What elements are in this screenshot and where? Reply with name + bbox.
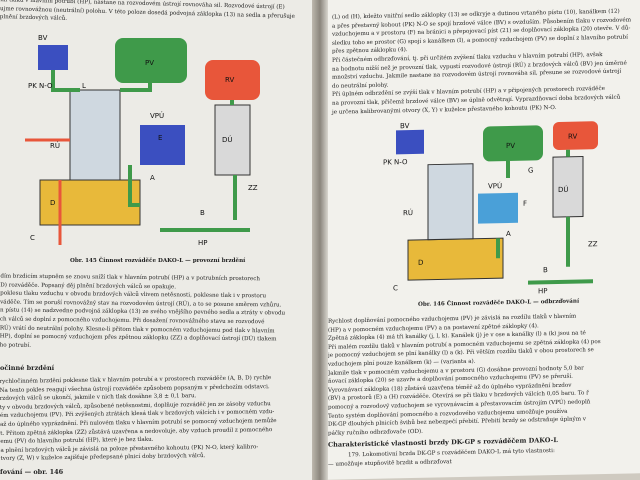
air-pipes (496, 149, 593, 285)
valve-body (427, 163, 474, 241)
diagram-fig145: BV PV RV PK N-O L VPÚ RÚ DÚ D ZZ HP C B … (25, 34, 260, 247)
list-item: — umožňuje stupňovitě brzdit a odbrzďova… (328, 459, 452, 468)
book-gutter (312, 0, 328, 480)
pv-tank (483, 125, 543, 162)
pv-tank (115, 38, 187, 83)
label-vpu: VPÚ (488, 181, 502, 190)
label-b: B (543, 266, 548, 274)
label-vpu: VPÚ (150, 111, 164, 120)
label-zz: ZZ (588, 240, 598, 248)
top-paragraph: mí tlaku v hlavním potrubí (HP), nastane… (0, 0, 295, 30)
air-pipes (51, 70, 250, 232)
label-rv: RV (225, 76, 234, 84)
label-d: D (50, 199, 55, 207)
label-l: L (82, 82, 86, 90)
diagram-fig146: BV PV RV PK N-O VPÚ RÚ DÚ D ZZ HP C B A … (383, 121, 598, 295)
label-pv: PV (145, 59, 154, 67)
rv-tank (553, 121, 598, 150)
label-b: B (200, 209, 205, 217)
body-paragraph: Rychlost doplňování pomocného vzduchojem… (328, 312, 601, 438)
exhaust-pipes (25, 138, 70, 245)
label-a: A (150, 174, 155, 182)
rv-tank (205, 60, 260, 100)
e-chamber (478, 192, 518, 224)
label-e: E (158, 134, 162, 142)
label-c: C (393, 284, 398, 292)
valve-body (69, 89, 121, 181)
e-chamber (140, 125, 185, 165)
label-g: G (528, 166, 533, 174)
label-pv: PV (506, 142, 515, 150)
left-page: mí tlaku v hlavním potrubí (HP), nastane… (0, 0, 318, 480)
du-body (214, 104, 251, 176)
label-pk: PK N-O (28, 82, 53, 90)
label-f: F (523, 200, 527, 208)
figure-caption: Obr. 145 Činnost rozváděče DAKO-L — prov… (70, 258, 246, 264)
label-rv: RV (568, 133, 577, 141)
body-paragraph: dím brzdicím stupněm se znovu sníží tlak… (0, 273, 286, 353)
label-pk: PK N-O (383, 158, 408, 167)
label-ru: RÚ (50, 141, 60, 150)
label-du: DÚ (222, 135, 233, 144)
label-hp: HP (198, 239, 208, 247)
label-zz: ZZ (248, 184, 258, 192)
right-page: (L) od (H), kdežto vnitřní sedlo záklopk… (318, 0, 640, 480)
label-du: DÚ (558, 185, 569, 194)
section-heading: fování — obr. 146 (0, 468, 64, 476)
label-d: D (418, 259, 423, 267)
label-c: C (30, 234, 35, 242)
body-paragraph: rychločinném brzdění poklesne tlak v hla… (0, 374, 277, 464)
figure-caption: Obr. 146 Činnost rozváděče DAKO-L — odbr… (418, 298, 580, 308)
label-ru: RÚ (403, 208, 413, 217)
top-paragraph: (L) od (H), kdežto vnitřní sedlo záklopk… (332, 7, 631, 116)
bv-cylinder (38, 45, 68, 70)
section-heading: očinné brzdění (0, 364, 55, 372)
label-bv: BV (400, 122, 410, 130)
d-chamber (39, 179, 141, 226)
label-a: A (506, 230, 511, 238)
label-bv: BV (38, 34, 48, 42)
label-hp: HP (538, 287, 547, 295)
bv-cylinder (396, 129, 424, 155)
